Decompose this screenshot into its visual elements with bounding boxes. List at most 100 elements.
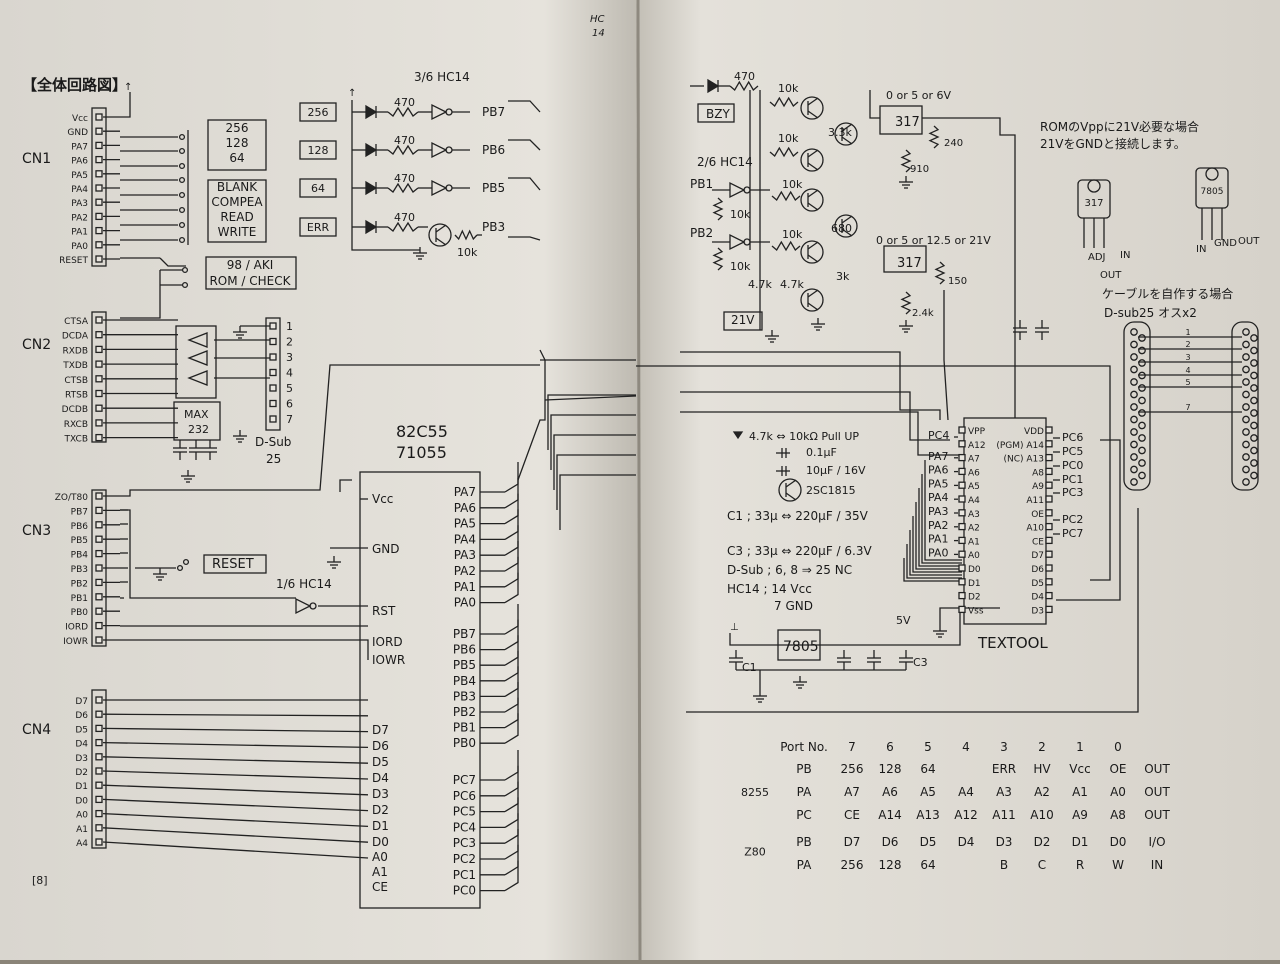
textool-pin <box>1045 591 1053 600</box>
vreg-lower-note: 0 or 5 or 12.5 or 21V <box>876 234 991 247</box>
ppi-left-pin: D0 <box>372 835 389 849</box>
wire <box>807 289 819 298</box>
textool-right-pin: A10 <box>1026 524 1044 534</box>
size-switch-label: 128 <box>226 136 249 150</box>
cable-pin-number: 2 <box>1185 340 1190 349</box>
db25-pin <box>1130 340 1138 349</box>
2sc1815-transistor <box>800 288 824 312</box>
cable-pin-number: 5 <box>1185 378 1190 387</box>
textool-right-pin: VDD <box>1024 427 1044 437</box>
wire <box>906 544 962 579</box>
ppi-name-1: 82C55 <box>396 422 448 441</box>
db25-pin <box>1130 353 1138 361</box>
ppi-left-pin: D4 <box>372 771 389 785</box>
textool-pin <box>1045 426 1053 434</box>
textool-right-pin: A9 <box>1032 482 1044 492</box>
reset-button-box <box>203 554 267 574</box>
port-table-cell: IN <box>1151 858 1164 872</box>
textool-port-label: PC4 <box>928 429 949 442</box>
textool-left-pin: VPP <box>968 427 986 437</box>
reg-7805-label: 7805 <box>783 639 819 655</box>
resistor-label: 470 <box>394 211 415 224</box>
wire <box>841 215 853 224</box>
port-table-cell: HV <box>1033 762 1051 776</box>
dsub-pin-label: 3 <box>286 351 293 364</box>
port-table-cell: 64 <box>920 858 935 872</box>
ppi-right-pin: PA0 <box>454 596 476 610</box>
port-table-header: 0 <box>1114 740 1122 754</box>
cn1-pin <box>95 127 103 135</box>
ppi-right-pin: PA1 <box>454 580 476 594</box>
port-table-header: 2 <box>1038 740 1046 754</box>
resistor <box>928 125 940 149</box>
cn3-connector <box>91 489 107 647</box>
legend-line: C1 ; 33μ ⇔ 220μF / 35V <box>727 509 869 523</box>
legend-line: 10μF / 16V <box>806 464 866 477</box>
port-table-group: 8255 <box>741 786 769 799</box>
dsub-pin <box>269 415 277 423</box>
resistor-label: 2.4k <box>912 308 934 319</box>
wire <box>943 290 949 421</box>
wire <box>102 756 369 764</box>
lm317-upper <box>879 105 923 135</box>
ppi-right-pin: PC6 <box>453 789 476 803</box>
wire <box>680 391 950 441</box>
textool-right-pin: D7 <box>1031 551 1044 561</box>
pullup-triangle <box>732 431 744 440</box>
cn1-pin <box>95 155 103 164</box>
textool-port-label: PC3 <box>1062 486 1083 499</box>
cn2-pin-label: RTSB <box>65 391 88 401</box>
cn4-pin-label: D7 <box>75 697 88 707</box>
cn4-pin <box>95 738 103 747</box>
wire <box>785 479 797 488</box>
ppi-right-pin: PA2 <box>454 564 476 578</box>
port-table-cell: A2 <box>1034 785 1050 799</box>
wire <box>102 713 369 717</box>
textool-pin <box>958 426 966 434</box>
port-table-cell: OE <box>1109 762 1126 776</box>
port-table-header: 6 <box>886 740 894 754</box>
led-label-box <box>299 178 337 198</box>
legend-line: 2SC1815 <box>806 484 856 497</box>
reset-switch-contact <box>176 564 184 572</box>
section-title: 【全体回路図】 <box>22 76 127 94</box>
resistor <box>771 240 801 252</box>
ppi-right-pin: PC1 <box>453 868 476 882</box>
cn4-pin-label: D3 <box>75 754 88 764</box>
resistor-label: 10k <box>782 178 803 191</box>
textool-pin <box>1045 578 1053 586</box>
port-table-cell: Vcc <box>1069 762 1090 776</box>
port-table-cell: D4 <box>958 835 975 849</box>
supply-arrow: ↑ <box>348 88 356 99</box>
ppi-right-pin: PA6 <box>454 501 476 515</box>
dsub-label-bottom: 25 <box>266 452 281 466</box>
cn1-pin <box>95 198 103 206</box>
db25-pin <box>1242 390 1250 399</box>
db25-pin <box>1130 328 1138 336</box>
cn4-pin <box>95 710 103 718</box>
cn1-pin-label: PA3 <box>71 199 88 209</box>
textool-pin <box>1045 481 1053 489</box>
ppi-left-pin: D6 <box>372 739 389 753</box>
textool-pin <box>958 591 966 600</box>
wire <box>102 827 369 843</box>
ppi-right-pin: PA7 <box>454 485 476 499</box>
base-resistor <box>454 229 478 241</box>
ppi-right-pin: PB0 <box>453 736 476 750</box>
db25-pin <box>1242 353 1250 361</box>
db25-pin <box>1250 396 1258 405</box>
cn4-label: CN4 <box>22 722 51 738</box>
textool-right-pin: D4 <box>1031 593 1044 603</box>
wire <box>807 149 819 158</box>
dsub-pin <box>269 353 277 361</box>
wire <box>903 558 962 582</box>
wire <box>435 237 447 246</box>
dsub-pin <box>269 399 277 408</box>
handwritten-hc: HC <box>590 14 605 25</box>
cn2-pin <box>95 419 103 427</box>
ppi-right-pin: PB5 <box>453 658 476 672</box>
db25-pin <box>1138 446 1146 455</box>
db25-pin <box>1138 471 1146 480</box>
db25-pin <box>1138 346 1146 355</box>
vreg-upper-chip: 317 <box>895 115 920 130</box>
